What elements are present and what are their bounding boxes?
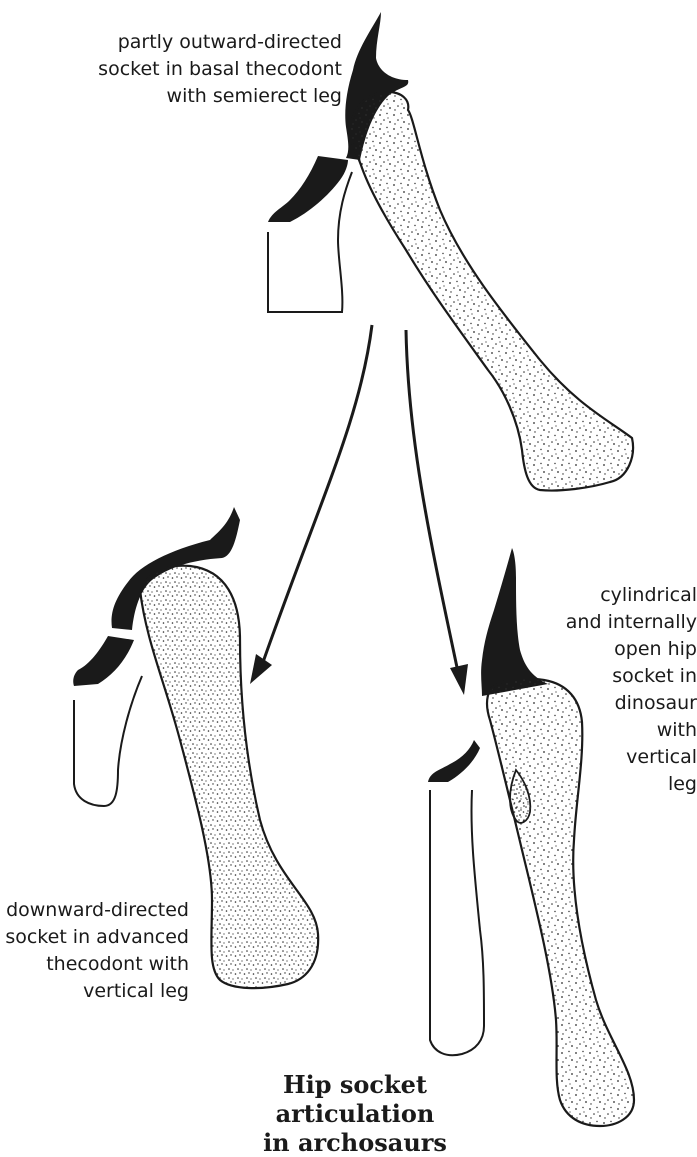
arrowhead-advanced xyxy=(250,654,272,684)
advanced-thecodont-label: downward-directed socket in advanced the… xyxy=(5,897,189,1005)
label-line: socket in xyxy=(566,663,697,690)
label-line: dinosaur xyxy=(566,690,697,717)
arrowhead-dinosaur xyxy=(450,664,468,695)
figure-caption: Hip socket articulation in archosaurs xyxy=(230,1070,480,1157)
caption-line-2: in archosaurs xyxy=(230,1128,480,1157)
label-line: and internally xyxy=(566,609,697,636)
label-line: downward-directed xyxy=(5,897,189,924)
dinosaur-label: cylindrical and internally open hip sock… xyxy=(566,582,697,798)
advanced-pelvis-outline xyxy=(74,676,142,806)
label-line: thecodont with xyxy=(5,951,189,978)
label-line: vertical xyxy=(566,744,697,771)
label-line: cylindrical xyxy=(566,582,697,609)
arrows xyxy=(250,325,468,695)
dinosaur-ilium-shape xyxy=(481,548,548,696)
advanced-lower-socket-shape xyxy=(73,636,134,686)
label-line: socket in advanced xyxy=(5,924,189,951)
arrow-to-advanced xyxy=(262,325,372,665)
label-line: with xyxy=(566,717,697,744)
caption-line-1: Hip socket articulation xyxy=(230,1070,480,1128)
label-line: socket in basal thecodont xyxy=(98,56,342,83)
label-line: vertical leg xyxy=(5,978,189,1005)
basal-thecodont-label: partly outward-directed socket in basal … xyxy=(98,29,342,110)
label-line: partly outward-directed xyxy=(98,29,342,56)
label-line: leg xyxy=(566,771,697,798)
basal-femur xyxy=(350,92,633,491)
dinosaur-lower-socket-shape xyxy=(428,740,480,782)
arrow-to-dinosaur xyxy=(406,330,458,672)
label-line: with semierect leg xyxy=(98,83,342,110)
label-line: open hip xyxy=(566,636,697,663)
dinosaur-pelvis-outline xyxy=(430,790,484,1055)
basal-lower-socket-shape xyxy=(268,156,348,222)
